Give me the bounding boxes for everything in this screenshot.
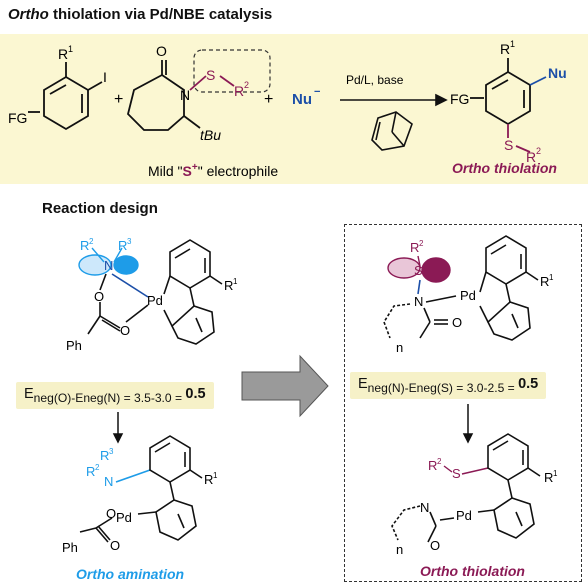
left-r2: R (80, 238, 89, 253)
page-title: Ortho thiolation via Pd/NBE catalysis (8, 6, 272, 23)
amin-r1-sup: 1 (213, 471, 218, 480)
amination-caption: Ortho amination (76, 566, 185, 582)
title-italic: Ortho (8, 6, 49, 23)
left-ester-o: O (94, 289, 104, 304)
left-r1: R (224, 278, 233, 293)
amin-ph: Ph (62, 540, 78, 555)
thiolation-caption: Ortho thiolation (420, 563, 525, 579)
amin-pd: Pd (116, 510, 132, 525)
amin-r3-sup: 3 (109, 447, 114, 456)
amination-product (79, 435, 203, 543)
left-palladacycle (163, 239, 223, 345)
left-n: N (104, 258, 113, 273)
amin-r1: R (204, 472, 213, 487)
amin-o-bottom: O (110, 538, 120, 553)
left-r3-sup: 3 (127, 237, 132, 246)
left-down-arrow (112, 412, 124, 444)
thiolation-design-box (344, 224, 582, 582)
left-pd: Pd (147, 293, 163, 308)
product-caption: Ortho thiolation (452, 160, 557, 176)
left-ph: Ph (66, 338, 82, 353)
left-r3: R (118, 238, 127, 253)
amin-o-top: O (106, 506, 116, 521)
left-carbonyl-o: O (120, 323, 130, 338)
section-label-reaction-design: Reaction design (42, 200, 158, 217)
amin-n: N (104, 474, 113, 489)
right-electronegativity-equation: Eneg(N)-Eneg(S) = 3.0-2.5 = 0.5 (350, 372, 547, 399)
amin-r3: R (100, 448, 109, 463)
title-rest: thiolation via Pd/NBE catalysis (48, 6, 273, 23)
left-r1-sup: 1 (233, 277, 238, 286)
amin-r2-sup: 2 (95, 463, 100, 472)
amine-orbital (78, 254, 139, 276)
amin-r2: R (86, 464, 95, 479)
transition-arrow (241, 354, 329, 418)
left-r2-sup: 2 (89, 237, 94, 246)
left-electronegativity-equation: Eneg(O)-Eneg(N) = 3.5-3.0 = 0.5 (16, 382, 214, 409)
